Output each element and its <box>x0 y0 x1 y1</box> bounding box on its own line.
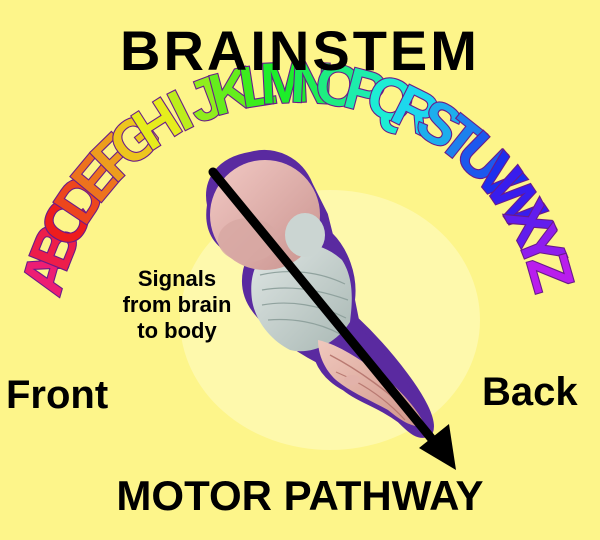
alphabet-letter-m: M <box>259 49 311 116</box>
page-title: BRAINSTEM <box>120 19 480 82</box>
motor-pathway-arrow-icon <box>208 167 456 470</box>
signals-caption: Signals from brain to body <box>92 266 262 344</box>
signals-line-1: Signals <box>137 266 217 291</box>
signals-line-3: to body <box>137 318 217 343</box>
signals-line-2: from brain <box>122 292 232 317</box>
front-label: Front <box>6 373 109 417</box>
back-label: Back <box>482 370 578 414</box>
pathway-label: MOTOR PATHWAY <box>116 472 484 519</box>
alphabet-letter-o: O <box>311 50 366 121</box>
alphabet-letter-n: N <box>289 50 334 117</box>
